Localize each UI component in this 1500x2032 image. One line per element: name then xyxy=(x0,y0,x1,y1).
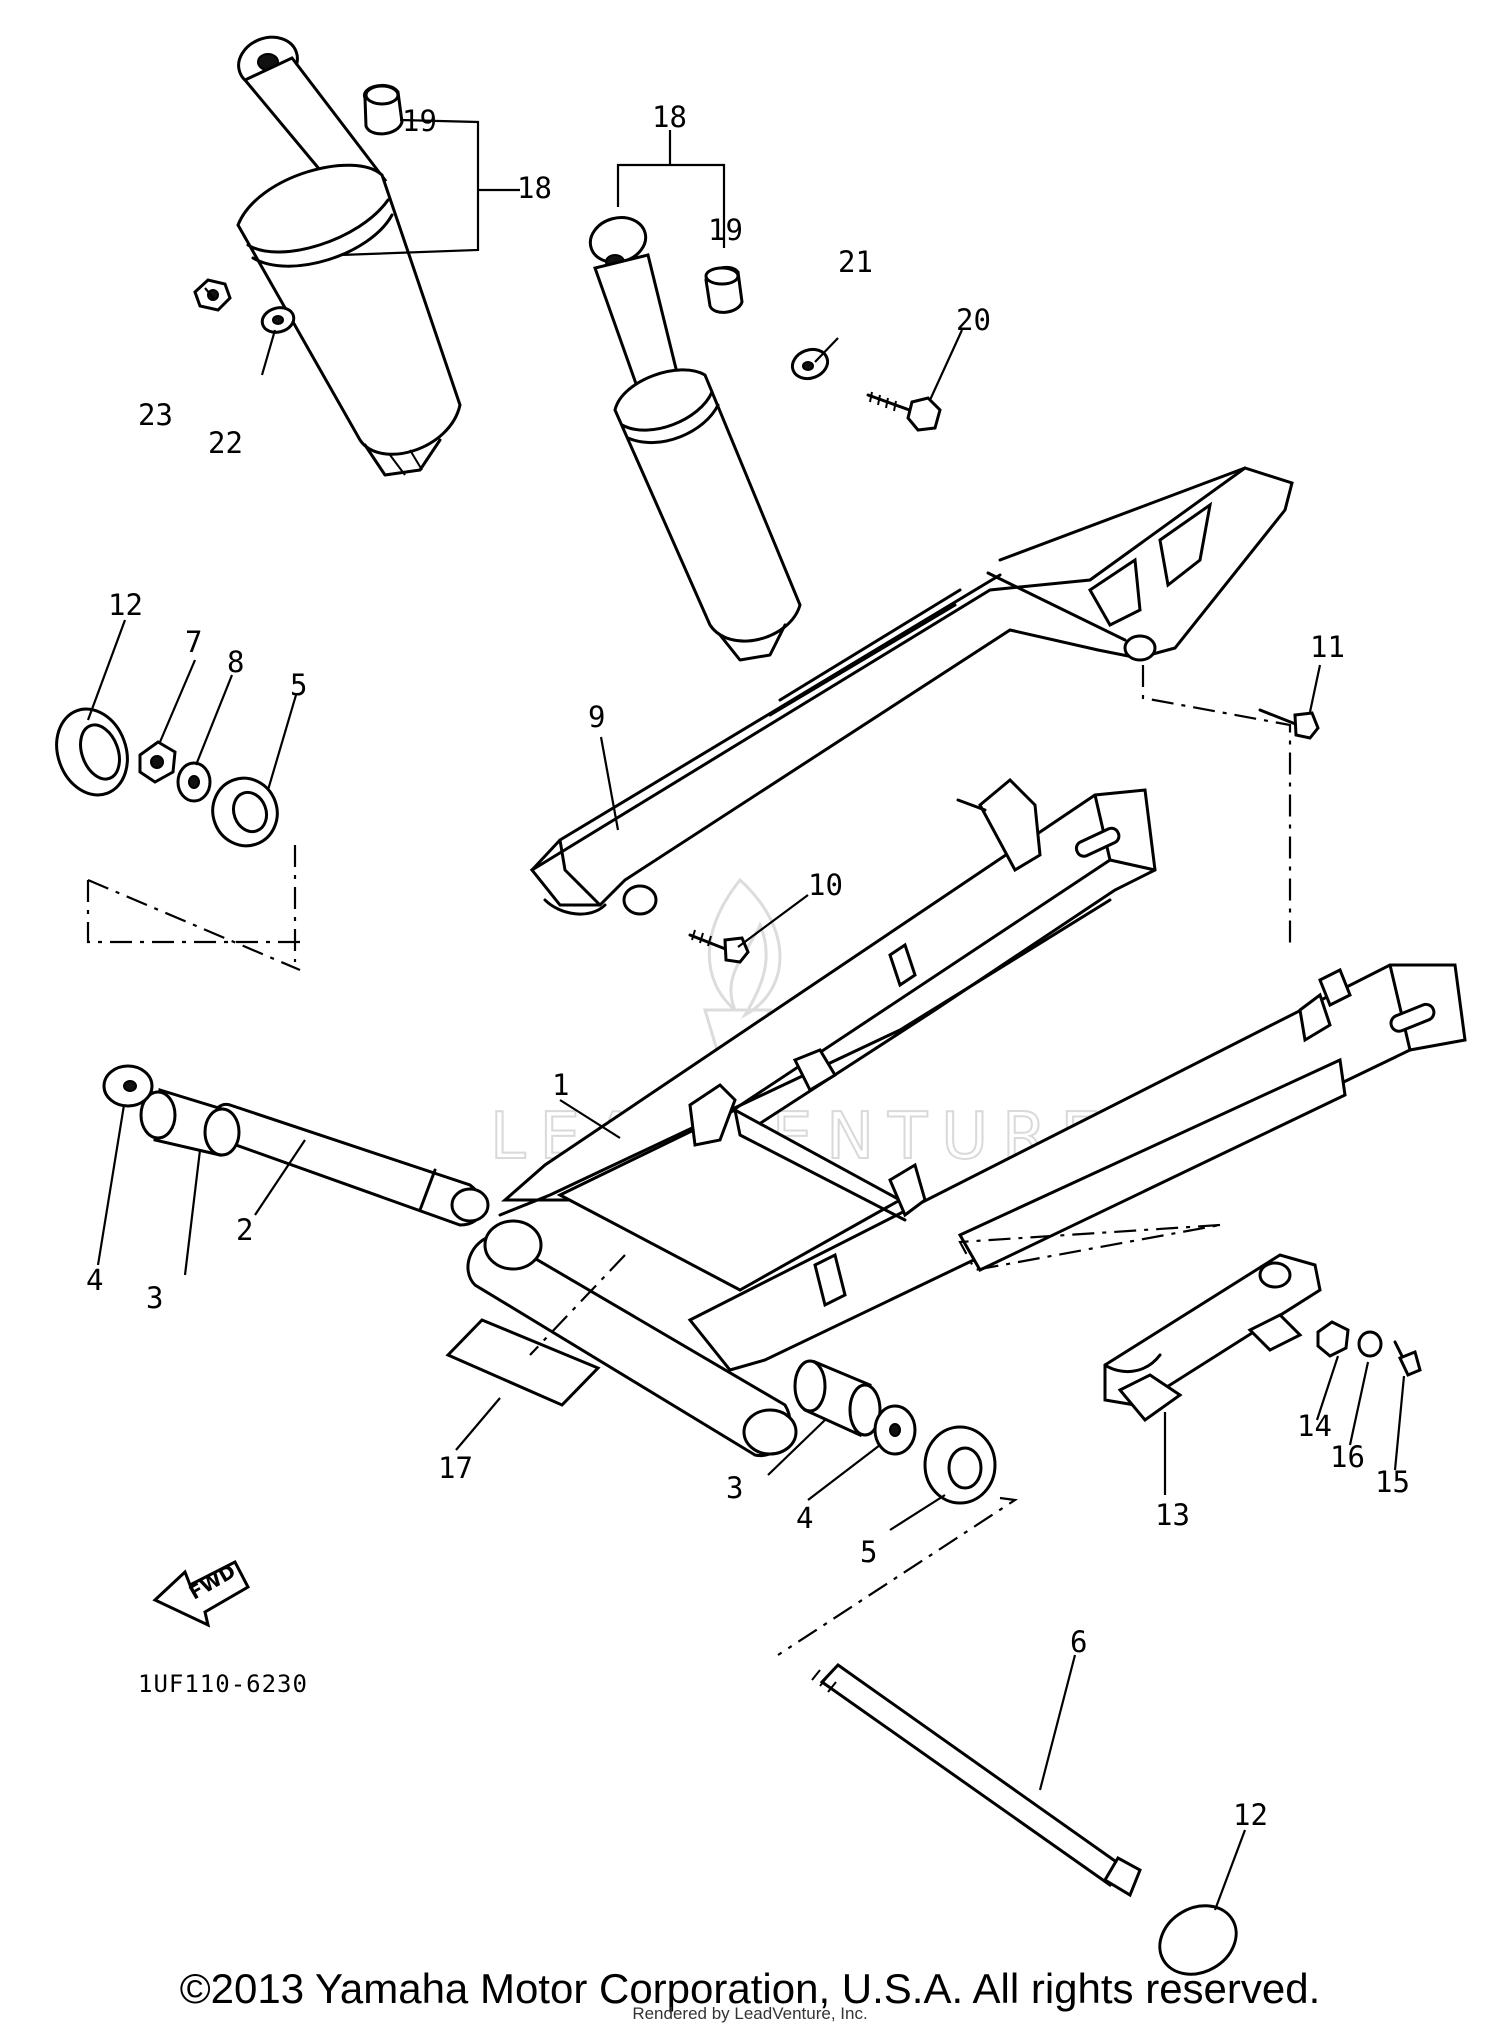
rear-shock-right xyxy=(588,216,802,662)
part-label-9: 9 xyxy=(588,700,605,734)
part-label-14: 14 xyxy=(1297,1409,1332,1443)
bolt-15 xyxy=(1393,1340,1422,1377)
assembly-lines xyxy=(86,665,1292,1656)
part-label-5: 5 xyxy=(860,1535,877,1569)
washer-16 xyxy=(1357,1330,1383,1358)
part-label-2: 2 xyxy=(236,1213,253,1247)
nut-7 xyxy=(138,740,177,784)
drawing-code: 1UF110-6230 xyxy=(138,1670,308,1698)
part-label-6: 6 xyxy=(1070,1625,1087,1659)
part-label-21: 21 xyxy=(838,245,873,279)
part-label-18: 18 xyxy=(517,171,552,205)
label-plate-17 xyxy=(445,1318,601,1407)
shock-bushing-left xyxy=(363,83,404,136)
bolt-20 xyxy=(866,391,942,432)
part-label-13: 13 xyxy=(1155,1498,1190,1532)
part-label-4: 4 xyxy=(796,1501,813,1535)
leader-lines xyxy=(86,118,1406,1911)
washer-4-right xyxy=(873,1404,917,1456)
part-label-3: 3 xyxy=(146,1281,163,1315)
washer-22 xyxy=(260,306,296,334)
part-label-19: 19 xyxy=(708,213,743,247)
part-label-20: 20 xyxy=(956,303,991,337)
chain-puller-13 xyxy=(1103,1253,1322,1423)
part-label-23: 23 xyxy=(138,398,173,432)
part-label-1: 1 xyxy=(552,1068,569,1102)
rendered-by-credit: Rendered by LeadVenture, Inc. xyxy=(632,2004,868,2023)
part-label-8: 8 xyxy=(227,645,244,679)
pivot-collar-2 xyxy=(210,1103,490,1227)
rear-shock-left xyxy=(236,35,462,477)
nut-14 xyxy=(1316,1320,1350,1358)
part-labels: 19 18 18 19 21 20 23 22 12 7 8 5 9 11 10… xyxy=(86,100,1410,1832)
part-label-12: 12 xyxy=(1233,1798,1268,1832)
part-label-12: 12 xyxy=(108,588,143,622)
fwd-arrow: FWD xyxy=(152,1559,250,1628)
washer-8 xyxy=(176,761,212,803)
swingarm xyxy=(466,777,1467,1457)
part-label-11: 11 xyxy=(1310,630,1345,664)
seal-12-right xyxy=(1158,1904,1238,1976)
chain-guard xyxy=(529,466,1294,916)
part-label-7: 7 xyxy=(185,625,202,659)
pivot-bolt-6 xyxy=(811,1663,1142,1898)
bolt-11 xyxy=(1258,708,1320,740)
seal-5-right xyxy=(923,1425,997,1505)
bearing-3-left xyxy=(139,1088,241,1157)
shock-bushing-right xyxy=(704,266,744,314)
washer-4-left xyxy=(102,1064,154,1108)
part-label-4: 4 xyxy=(86,1263,103,1297)
part-label-15: 15 xyxy=(1375,1465,1410,1499)
copyright-notice: ©2013 Yamaha Motor Corporation, U.S.A. A… xyxy=(179,1965,1321,2012)
bearing-3-right xyxy=(793,1359,882,1438)
part-label-19: 19 xyxy=(402,104,437,138)
part-label-5: 5 xyxy=(290,668,307,702)
seal-5-left xyxy=(211,776,279,848)
part-label-10: 10 xyxy=(808,868,843,902)
part-label-18: 18 xyxy=(652,100,687,134)
part-label-17: 17 xyxy=(438,1451,473,1485)
part-label-22: 22 xyxy=(208,426,243,460)
nut-23 xyxy=(193,278,232,312)
part-label-3: 3 xyxy=(726,1471,743,1505)
seal-12-left xyxy=(55,707,129,797)
part-label-16: 16 xyxy=(1330,1440,1365,1474)
